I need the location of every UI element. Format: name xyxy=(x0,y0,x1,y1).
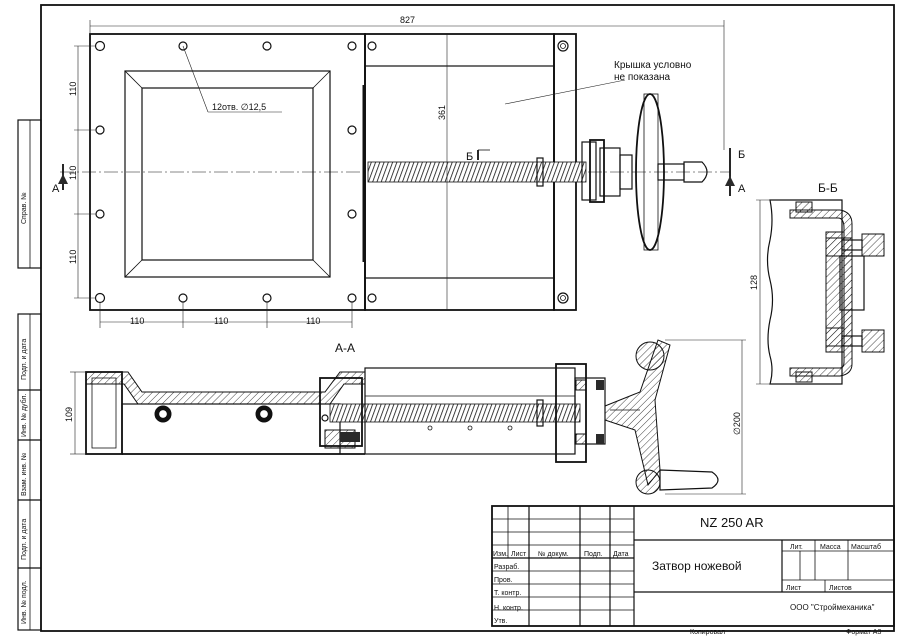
holes-note: 12отв. ∅12,5 xyxy=(212,102,266,112)
col-podp: Подп. xyxy=(584,551,603,558)
label-masshtab: Масштаб xyxy=(851,543,881,551)
title-block xyxy=(491,505,895,627)
section-a-mark-left: А xyxy=(52,183,60,195)
section-b-mark-center: Б xyxy=(466,151,473,163)
row-prov: Пров. xyxy=(494,577,513,584)
stamp-inv-podl: Инв. № подл. xyxy=(21,580,28,624)
housing-bolts xyxy=(367,40,569,304)
dim-height-361: 361 xyxy=(437,105,447,120)
section-b-mark-right: Б xyxy=(738,149,745,161)
dim-hole-v-3: 110 xyxy=(68,250,78,264)
cover-note-line2: не показана xyxy=(614,72,671,83)
top-view-dimensions xyxy=(58,20,735,328)
row-nkontr: Н. контр. xyxy=(494,605,523,612)
section-aa-dimensions xyxy=(70,339,746,495)
label-format: Формат А3 xyxy=(846,629,881,636)
col-list: Лист xyxy=(511,551,527,558)
col-izm: Изм. xyxy=(493,551,508,558)
dim-hole-v-1: 110 xyxy=(68,82,78,96)
label-sheets: Листов xyxy=(829,585,852,592)
section-bb-title: Б-Б xyxy=(818,181,838,195)
label-sheet: Лист xyxy=(786,585,802,592)
section-bb-dimensions xyxy=(756,199,790,385)
top-view xyxy=(60,33,730,311)
section-a-mark-right: А xyxy=(738,183,746,195)
dim-section-height: 109 xyxy=(64,407,74,422)
dim-hole-h-2: 110 xyxy=(214,316,228,326)
dim-hole-h-1: 110 xyxy=(130,316,144,326)
stamp-vzam-inv: Взам. инв. № xyxy=(21,453,28,496)
dim-hole-h-3: 110 xyxy=(306,316,320,326)
stamp-podp-data-2: Подп. и дата xyxy=(21,519,28,560)
row-razrab: Разраб. xyxy=(494,563,519,571)
section-aa-view xyxy=(85,339,719,495)
dim-overall-width: 827 xyxy=(400,15,415,25)
dim-wheel-diameter: ∅200 xyxy=(732,412,742,435)
row-utv: Утв. xyxy=(494,618,507,625)
section-bb-view xyxy=(766,199,885,385)
dim-hole-v-2: 110 xyxy=(68,166,78,180)
cover-note-line1: Крышка условно xyxy=(614,60,692,71)
dim-bb-height: 128 xyxy=(749,275,759,290)
col-data: Дата xyxy=(613,551,629,558)
stamp-sprav-no: Справ. № xyxy=(21,192,28,224)
label-copied: Копировал xyxy=(690,629,725,636)
row-tkontr: Т. контр. xyxy=(494,590,521,597)
section-aa-title: А-А xyxy=(335,341,355,355)
sheet-frame xyxy=(17,4,895,632)
col-doc-no: № докум. xyxy=(538,551,569,558)
organization: ООО "Строймеханика" xyxy=(790,603,875,612)
stamp-inv-dubl: Инв. № дубл. xyxy=(20,394,28,437)
title-designation: NZ 250 AR xyxy=(700,515,764,530)
title-product-name: Затвор ножевой xyxy=(652,559,742,573)
stamp-podp-data-1: Подп. и дата xyxy=(21,339,28,380)
label-lit: Лит. xyxy=(790,544,803,551)
label-massa: Масса xyxy=(820,544,841,551)
